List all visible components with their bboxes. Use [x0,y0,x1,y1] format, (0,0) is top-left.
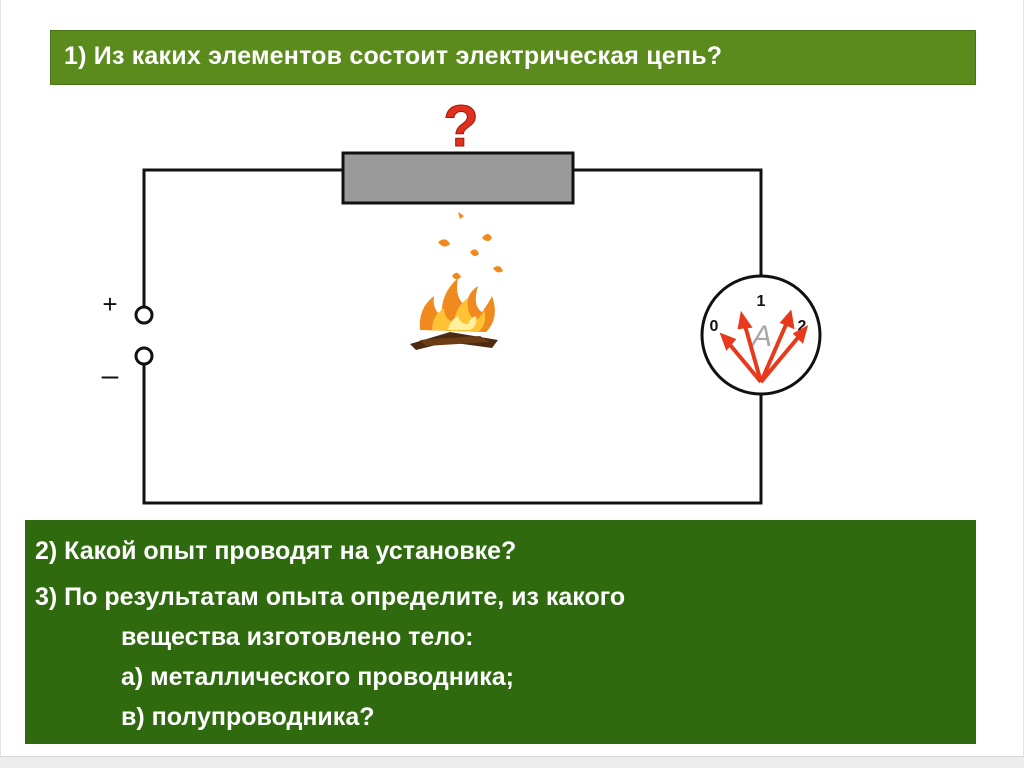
ammeter-scale-0: 0 [710,318,719,335]
question-3-continuation: вещества изготовлено тело: [121,623,474,651]
question-1-banner: 1) Из каких элементов состоит электричес… [50,30,976,85]
question-3-option-b: в) полупроводника? [121,703,375,731]
wire-bottom [142,363,763,505]
questions-panel: 2) Какой опыт проводят на установке? 3) … [25,520,976,744]
terminal-minus [134,346,154,366]
ammeter-scale-2: 2 [798,318,807,335]
ammeter-needles [719,309,809,384]
ammeter-scale-1: 1 [757,293,766,310]
wire-top-right [573,168,763,280]
ammeter-dial [700,274,822,396]
question-mark-icon: ? [443,94,478,159]
fire-icon [410,212,503,350]
minus-sign: – [102,359,119,392]
question-3-option-a: а) металлического проводника; [121,663,514,691]
slide-bottom-edge [0,756,1024,768]
question-1-text: 1) Из каких элементов состоит электричес… [64,42,723,70]
terminal-plus [134,305,154,325]
plus-sign: + [102,289,117,319]
resistor-body [341,151,575,205]
question-3-text: 3) По результатам опыта определите, из к… [35,583,626,611]
wire-top-left [142,168,343,306]
ammeter: А 0 1 2 [700,274,822,396]
ammeter-letter: А [750,320,772,353]
question-2-text: 2) Какой опыт проводят на установке? [35,537,517,565]
